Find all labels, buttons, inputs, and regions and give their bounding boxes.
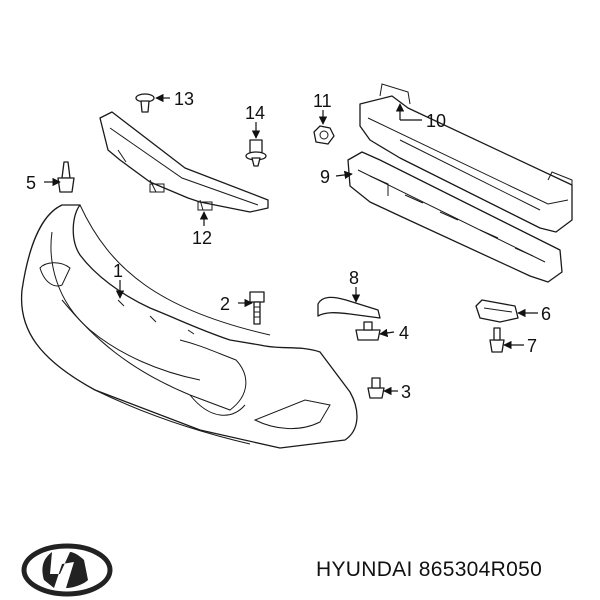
energy-absorber <box>347 151 563 283</box>
callout-12: 12 <box>192 228 212 248</box>
callout-6: 6 <box>541 304 551 324</box>
callout-8: 8 <box>349 268 359 288</box>
hyundai-logo-icon <box>21 543 113 597</box>
callout-13: 13 <box>174 89 194 109</box>
callout-4: 4 <box>399 323 409 343</box>
leader-lines <box>44 93 538 396</box>
callout-2: 2 <box>220 294 230 314</box>
part-number: 865304R050 <box>418 558 543 581</box>
bumper-cover <box>20 204 358 449</box>
callout-5: 5 <box>26 173 36 193</box>
brand-name: HYUNDAI <box>316 558 413 581</box>
callout-11: 11 <box>313 91 332 111</box>
part-caption: HYUNDAI 865304R050 <box>316 558 542 582</box>
callout-10: 10 <box>426 111 446 131</box>
side-bracket-6 <box>475 299 519 323</box>
callout-labels: 1 2 3 4 5 6 7 8 9 10 11 12 13 14 <box>26 89 551 402</box>
callout-3: 3 <box>401 382 411 402</box>
callout-7: 7 <box>527 336 537 356</box>
callout-1: 1 <box>113 261 123 281</box>
upper-bracket <box>99 111 269 213</box>
callout-9: 9 <box>320 167 330 187</box>
callout-14: 14 <box>245 103 265 123</box>
fasteners <box>57 93 505 399</box>
side-bracket-8 <box>317 296 381 319</box>
